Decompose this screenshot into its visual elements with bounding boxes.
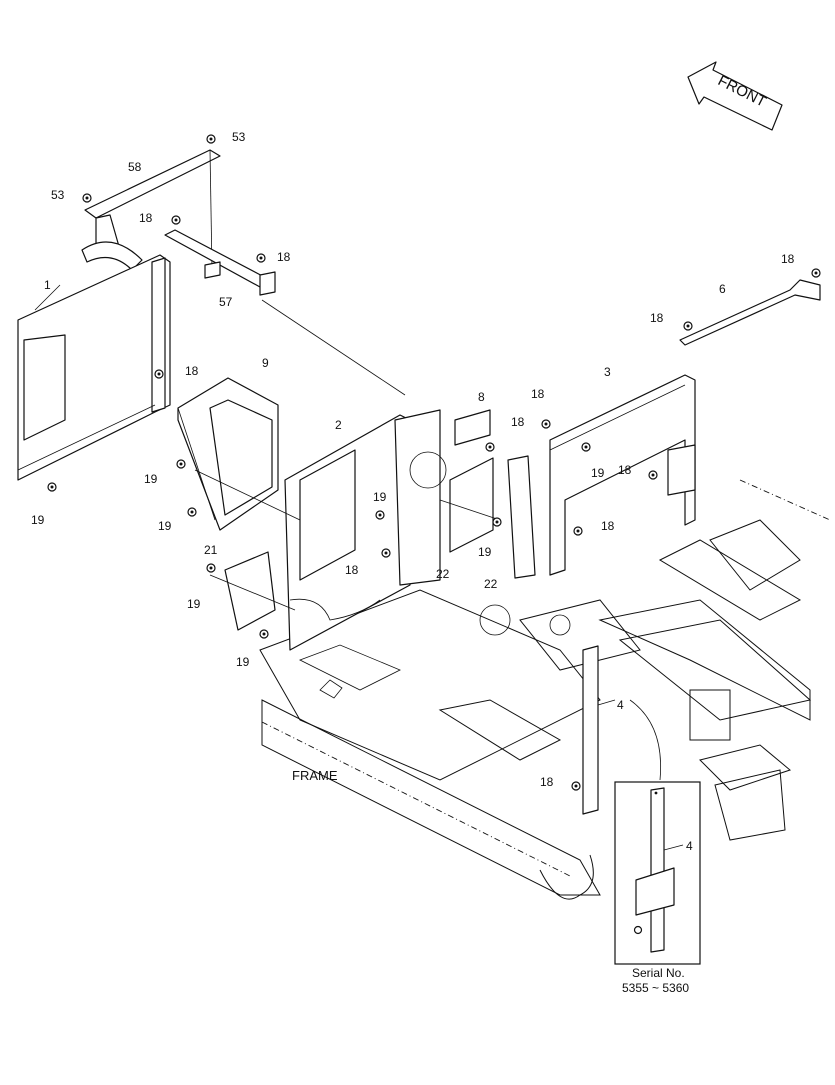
callout-18: 18 <box>345 563 359 577</box>
callout-58: 58 <box>128 160 142 174</box>
part-2-panel <box>284 409 447 651</box>
part-20-clip <box>224 551 276 631</box>
bolts <box>47 134 821 791</box>
callout-18: 18 <box>139 211 153 225</box>
callout-19: 19 <box>144 472 158 486</box>
callout-57: 57 <box>219 295 233 309</box>
callout-6: 6 <box>719 282 726 296</box>
part-1-panel <box>17 254 171 481</box>
part-6-bar <box>679 279 821 346</box>
front-arrow: FRONT <box>687 61 783 131</box>
callout-53: 53 <box>51 188 65 202</box>
callout-53: 53 <box>232 130 246 144</box>
callout-18: 18 <box>511 415 525 429</box>
callout-labels: 53 53 58 18 18 57 1 18 9 19 19 19 21 19 … <box>31 130 795 789</box>
callout-18: 18 <box>650 311 664 325</box>
part-3-frame <box>549 374 696 576</box>
callout-18: 18 <box>601 519 615 533</box>
part-4-post <box>582 645 661 815</box>
callout-9: 9 <box>262 356 269 370</box>
inset-part-label: 4 <box>686 839 693 853</box>
callout-3: 3 <box>604 365 611 379</box>
callout-18: 18 <box>185 364 199 378</box>
frame-label: FRAME <box>292 768 338 783</box>
callout-21: 22 <box>436 567 450 581</box>
part-9-duct <box>177 377 279 531</box>
callout-18: 18 <box>618 463 632 477</box>
part-57-bracket <box>164 229 276 296</box>
part-22-bracket <box>507 455 536 579</box>
callout-1: 1 <box>44 278 51 292</box>
callout-4: 4 <box>617 698 624 712</box>
callout-18: 18 <box>277 250 291 264</box>
callout-20: 21 <box>204 543 218 557</box>
callout-19: 19 <box>478 545 492 559</box>
callout-19: 19 <box>31 513 45 527</box>
callout-2: 2 <box>335 418 342 432</box>
serial-title: Serial No. <box>632 966 685 980</box>
callout-19: 19 <box>158 519 172 533</box>
callout-19: 19 <box>591 466 605 480</box>
callout-18: 18 <box>540 775 554 789</box>
serial-inset: 4 Serial No. 5355 ~ 5360 <box>614 781 701 995</box>
callout-19: 19 <box>187 597 201 611</box>
part-8-bracket <box>454 409 491 446</box>
callout-8: 8 <box>478 390 485 404</box>
callout-19: 19 <box>373 490 387 504</box>
callout-22: 22 <box>484 577 498 591</box>
frame-structure <box>259 479 831 900</box>
serial-range: 5355 ~ 5360 <box>622 981 689 995</box>
part-21-plate <box>449 457 494 553</box>
callout-19: 19 <box>236 655 250 669</box>
callout-18: 18 <box>781 252 795 266</box>
callout-18: 18 <box>531 387 545 401</box>
leader-lines <box>34 284 616 706</box>
